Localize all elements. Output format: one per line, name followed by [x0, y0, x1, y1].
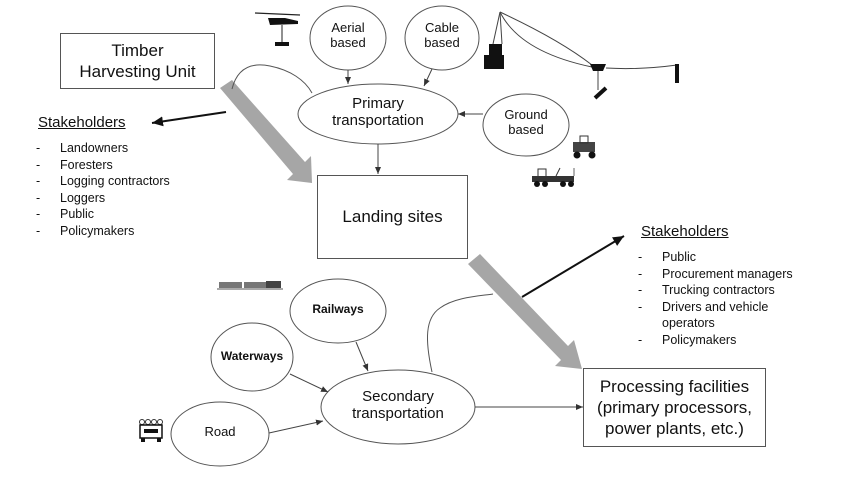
skidder-icon [573, 135, 596, 159]
node-cable-label: Cable based [424, 20, 460, 50]
node-cable-ellipse [404, 5, 480, 71]
helicopter-icon [254, 12, 301, 46]
node-railways-label: Railways [312, 302, 364, 316]
arrow-road-to-secondary [268, 419, 324, 434]
arrow-waterways-to-secondary [289, 373, 329, 393]
log-truck-icon [139, 419, 163, 442]
node-railways-ellipse [289, 278, 387, 344]
node-ground-ellipse [482, 93, 570, 157]
arrow-railways-to-secondary [355, 341, 369, 372]
list-item: Logging contractors [34, 173, 234, 190]
thick-arrow-timber-to-landing [220, 80, 312, 183]
list-item: Foresters [34, 157, 234, 174]
list-item: Public [34, 206, 234, 223]
list-item: Policymakers [34, 223, 234, 240]
arrow-cable-to-primary [423, 68, 433, 87]
stakeholders-primary-list: Landowners Foresters Logging contractors… [34, 140, 234, 240]
arrow-to-stakeholders-secondary [521, 235, 625, 298]
train-icon [217, 281, 283, 290]
node-primary-label: Primary transportation [332, 95, 424, 130]
thick-arrow-landing-to-processing [468, 254, 582, 369]
node-road-ellipse [170, 401, 270, 467]
node-timber-harvesting-unit-label: Timber Harvesting Unit [79, 41, 196, 81]
node-timber-harvesting-unit: Timber Harvesting Unit [60, 33, 215, 89]
node-waterways-label: Waterways [220, 349, 284, 363]
node-landing-sites: Landing sites [317, 175, 468, 259]
forwarder-icon [532, 167, 575, 187]
list-item: Procurement managers [636, 266, 826, 283]
node-aerial-label: Aerial based [330, 20, 366, 50]
list-item: Public [636, 249, 826, 266]
node-processing-facilities-label: Processing facilities (primary processor… [597, 377, 752, 438]
node-landing-sites-label: Landing sites [342, 207, 443, 226]
curve-secondary-stakeholders [427, 293, 494, 373]
node-secondary-label: Secondary transportation [352, 388, 444, 423]
list-item: Drivers and vehicle operators [636, 299, 812, 332]
stakeholders-secondary-list: Public Procurement managers Trucking con… [636, 249, 826, 349]
list-item: Policymakers [636, 332, 826, 349]
list-item: Loggers [34, 190, 234, 207]
curve-primary-stakeholders [231, 64, 313, 94]
cable-yarder-icon [484, 11, 679, 100]
list-item: Landowners [34, 140, 234, 157]
list-item: Trucking contractors [636, 282, 826, 299]
arrow-to-stakeholders-primary [151, 111, 227, 127]
stakeholders-primary-title: Stakeholders [38, 114, 126, 131]
stakeholders-secondary-title: Stakeholders [641, 223, 729, 240]
node-waterways-ellipse [210, 322, 294, 392]
node-ground-label: Ground based [504, 107, 548, 137]
node-road-label: Road [204, 424, 236, 439]
node-processing-facilities: Processing facilities (primary processor… [583, 368, 766, 447]
